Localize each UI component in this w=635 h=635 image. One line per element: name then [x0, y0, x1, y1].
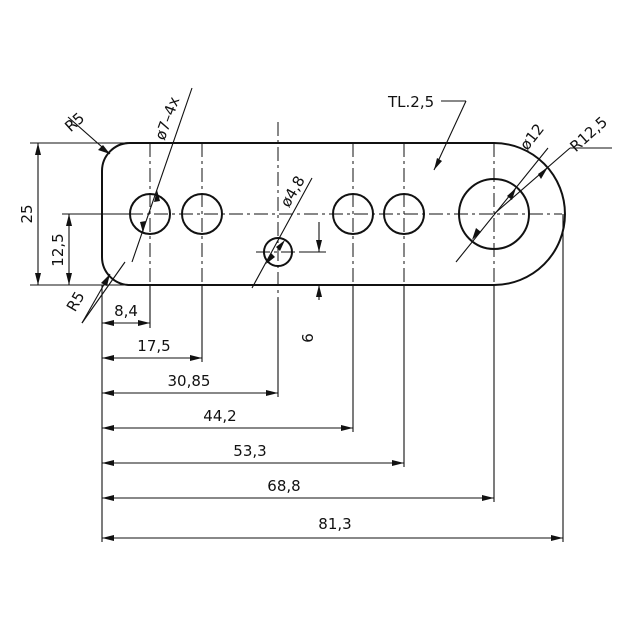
- thickness-callout: TL.2,5: [387, 93, 467, 171]
- dim-68-8-label: 68,8: [267, 477, 300, 495]
- center-height-label: 12,5: [49, 233, 67, 266]
- hole-3: [332, 193, 374, 235]
- baseline-dimensions: 8,4 17,5 30,85 44,2 53,3: [102, 302, 563, 541]
- extension-lines: [30, 142, 564, 542]
- dim-17-5: 17,5: [102, 337, 202, 361]
- dim-53-3-label: 53,3: [233, 442, 266, 460]
- dim-8-4: 8,4: [102, 302, 150, 326]
- small-hole-offset-dimension: 6: [299, 222, 322, 343]
- dim-8-4-label: 8,4: [114, 302, 138, 320]
- part-outline: [101, 142, 566, 286]
- overall-height-dimension: 25: [18, 143, 41, 285]
- small-hole: [263, 237, 293, 267]
- dim-81-3: 81,3: [102, 515, 563, 541]
- hole-4: [383, 193, 425, 235]
- center-height-dimension: 12,5: [49, 214, 72, 285]
- hole-2: [181, 193, 223, 235]
- small-hole-offset-label: 6: [299, 333, 317, 343]
- dim-30-85-label: 30,85: [168, 372, 211, 390]
- dim-68-8: 68,8: [102, 477, 494, 501]
- dim-44-2-label: 44,2: [203, 407, 236, 425]
- large-hole: [458, 178, 530, 250]
- overall-height-label: 25: [18, 204, 36, 223]
- thickness-note-label: TL.2,5: [387, 93, 434, 111]
- dim-81-3-label: 81,3: [318, 515, 351, 533]
- dim-30-85: 30,85: [102, 372, 278, 396]
- dim-53-3: 53,3: [102, 442, 404, 466]
- dim-44-2: 44,2: [102, 407, 353, 431]
- dim-17-5-label: 17,5: [137, 337, 170, 355]
